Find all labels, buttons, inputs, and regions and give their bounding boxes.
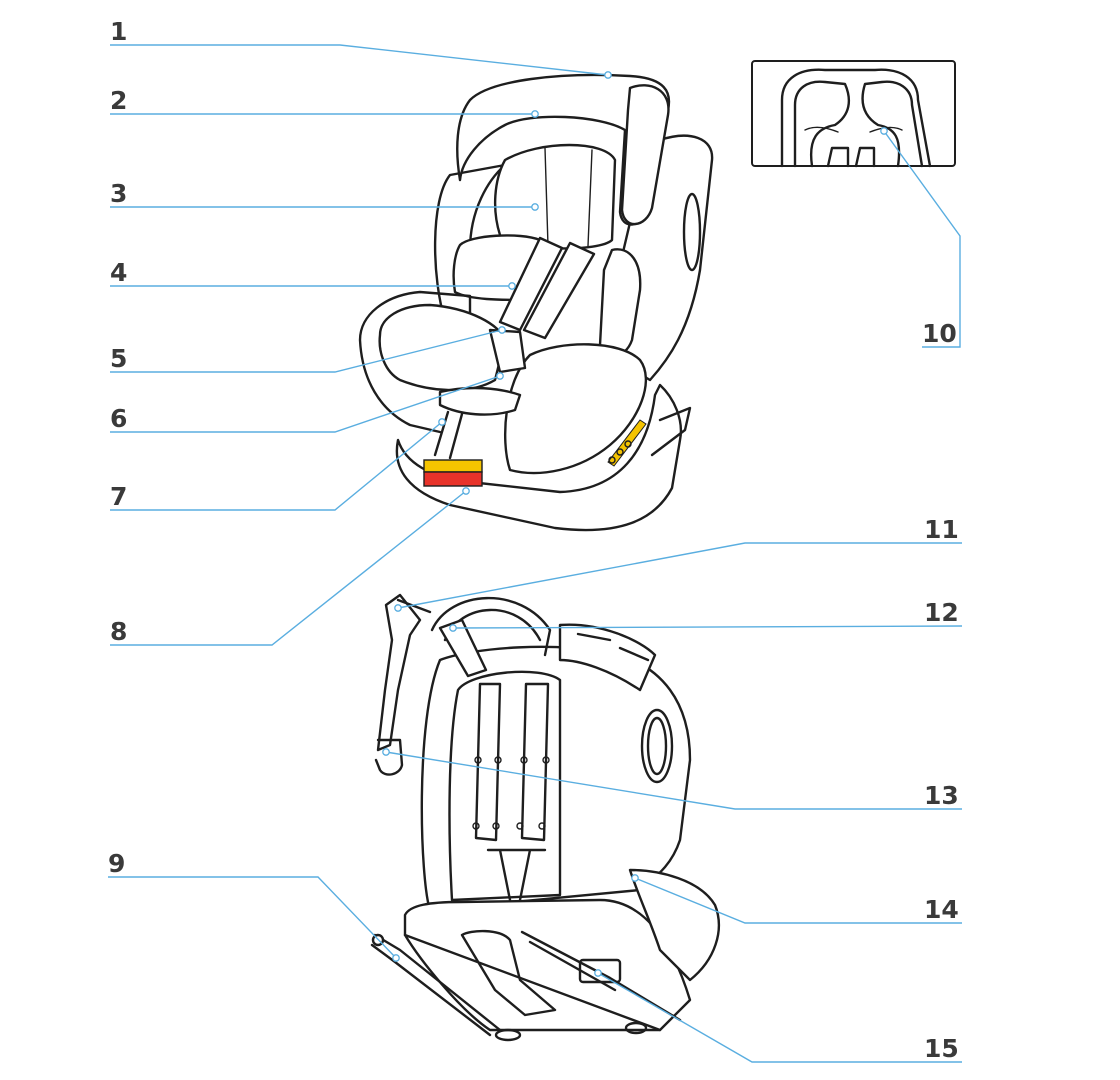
leader-14: [634, 877, 962, 924]
dot-10: [880, 127, 888, 135]
seat-cushion-left: [378, 303, 507, 392]
seat-rim: [358, 290, 472, 434]
side-vent: [682, 192, 702, 272]
back-side-ring: [640, 708, 674, 784]
leader-13: [385, 751, 962, 810]
dot-13: [382, 748, 390, 756]
callout-number-13: 13: [924, 781, 959, 810]
callout-number-11: 11: [924, 515, 959, 544]
callout-number-6: 6: [110, 404, 127, 433]
callout-number-10: 10: [922, 319, 957, 348]
release-handle-slot: [578, 958, 622, 984]
seat-front-view: [358, 73, 714, 532]
back-shell: [420, 645, 692, 912]
callout-number-7: 7: [110, 482, 127, 511]
dot-7: [438, 418, 446, 426]
dot-6: [496, 372, 504, 380]
callout-number-14: 14: [924, 895, 959, 924]
dot-5: [498, 326, 506, 334]
leader-9: [108, 876, 397, 959]
callout-number-3: 3: [110, 179, 127, 208]
leader-7: [110, 421, 443, 511]
dot-3: [531, 203, 539, 211]
rail-right: [520, 682, 550, 842]
dot-4: [508, 282, 516, 290]
callout-number-9: 9: [108, 849, 125, 878]
dot-14: [631, 874, 639, 882]
leader-8: [110, 490, 467, 646]
dot-2: [531, 110, 539, 118]
leader-6: [110, 375, 501, 433]
head-pad: [493, 143, 617, 250]
seat-rear-view: [370, 593, 720, 1042]
top-tether-hook: [374, 738, 404, 776]
callout-number-12: 12: [924, 598, 959, 627]
leader-5: [110, 329, 503, 373]
callout-numbers: 1 2 3 4 5 6 7 8 9 10 11 12 13 14 15: [108, 17, 959, 1063]
callout-number-2: 2: [110, 86, 127, 115]
leader-10: [883, 130, 961, 348]
leader-lines: [108, 44, 963, 1063]
callout-number-5: 5: [110, 344, 127, 373]
leader-11: [397, 542, 962, 609]
crotch-strap: [433, 410, 464, 460]
dot-15: [594, 969, 602, 977]
dot-9: [392, 954, 400, 962]
callout-number-1: 1: [110, 17, 127, 46]
shoulder-pad-right: [522, 241, 596, 340]
leader-12: [452, 625, 963, 629]
seat-cushion-right: [503, 343, 648, 475]
dot-1: [604, 71, 612, 79]
indicator-window-red: [423, 471, 483, 487]
shoulder-pad-left: [498, 236, 564, 332]
indicator-window-yellow: [423, 459, 483, 473]
callout-dots: [382, 71, 888, 977]
base-cutout: [460, 929, 557, 1017]
callout-number-4: 4: [110, 258, 127, 287]
callout-number-15: 15: [924, 1034, 959, 1063]
back-inner-panel: [448, 670, 562, 902]
rear-leg: [650, 406, 692, 457]
crotch-pad: [438, 386, 522, 416]
leader-1: [110, 44, 609, 76]
rear-side-cushion: [628, 868, 720, 982]
inset-harness-detail: [751, 60, 956, 168]
top-tether-strap: [376, 593, 422, 752]
dot-8: [462, 487, 470, 495]
leader-15: [597, 972, 962, 1063]
headrest-side-panel: [620, 84, 670, 226]
harness-buckle: [488, 328, 527, 374]
dot-11: [394, 604, 402, 612]
dot-12: [449, 624, 457, 632]
rail-left: [474, 682, 502, 842]
callout-number-8: 8: [110, 617, 127, 646]
